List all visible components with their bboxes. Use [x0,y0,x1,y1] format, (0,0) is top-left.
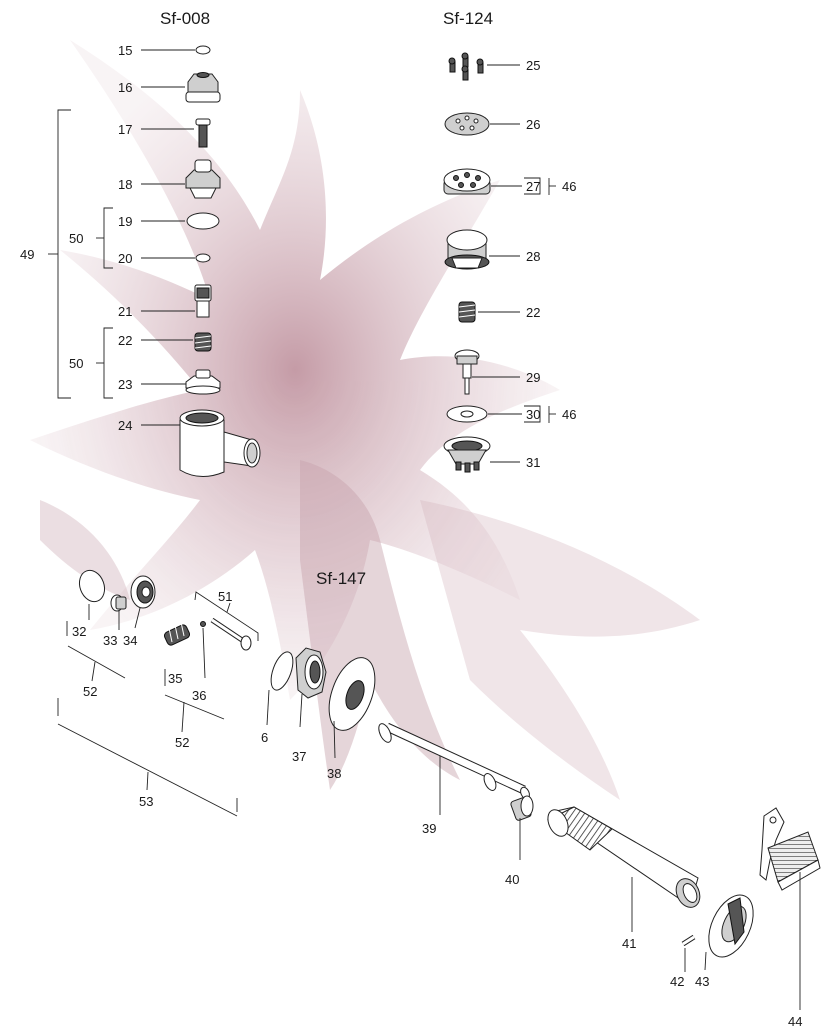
part-18-valve-body: 18 [118,159,221,199]
label-30: 30 [526,407,540,422]
label-24: 24 [118,418,132,433]
label-46-lower: 46 [562,407,576,422]
part-39-rod: 39 [378,722,530,836]
label-37: 37 [292,749,306,764]
label-38: 38 [327,766,341,781]
label-16: 16 [118,80,132,95]
part-25-screws: 25 [448,52,540,81]
bracket-52-right: 52 [164,669,225,750]
part-19-oring: 19 [118,212,220,230]
title-sf147: Sf-147 [316,569,366,588]
label-42: 42 [670,974,684,989]
part-20-oring: 20 [118,251,211,266]
label-19: 19 [118,214,132,229]
bracket-53: 53 [57,698,238,817]
bracket-52-left: 52 [66,621,126,699]
label-18: 18 [118,177,132,192]
label-50-upper: 50 [69,231,83,246]
label-43: 43 [695,974,709,989]
label-22-sf008: 22 [118,333,132,348]
part-17-screw: 17 [118,118,211,148]
label-6: 6 [261,730,268,745]
label-25: 25 [526,58,540,73]
bracket-50-lower: 50 [69,327,113,399]
label-50-lower: 50 [69,356,83,371]
part-35-spring: 35 [163,621,191,686]
part-26-disk: 26 [444,112,540,136]
part-28-valve: 28 [444,229,540,270]
label-51: 51 [218,589,232,604]
part-22-spring: 22 [118,332,212,352]
part-34-cap: 34 [123,575,156,648]
part-24-tee-body: 24 [118,409,261,477]
label-40: 40 [505,872,519,887]
label-32: 32 [72,624,86,639]
part-32-gasket: 32 [72,569,106,639]
part-31-seat: 31 [443,436,540,473]
part-22-spring-sf124: 22 [458,301,540,323]
label-33: 33 [103,633,117,648]
part-44-pedal: 44 [759,807,821,1029]
part-15-oring: 15 [118,43,211,58]
label-46-upper: 46 [562,179,576,194]
part-41-handle-tube: 41 [547,806,701,951]
label-35: 35 [168,671,182,686]
label-23: 23 [118,377,132,392]
part-30-washer: 30 46 [446,405,576,423]
label-53: 53 [139,794,153,809]
label-22-sf124: 22 [526,305,540,320]
label-29: 29 [526,370,540,385]
label-26: 26 [526,117,540,132]
part-6-oring: 6 [261,651,294,745]
part-16-cap: 16 [118,72,221,103]
part-43-flange: 43 [695,894,754,989]
part-51-plunger: 51 [194,589,259,651]
label-15: 15 [118,43,132,58]
label-52-left: 52 [83,684,97,699]
label-17: 17 [118,122,132,137]
title-sf008: Sf-008 [160,9,210,28]
label-20: 20 [118,251,132,266]
label-49: 49 [20,247,34,262]
part-40-bushing: 40 [505,795,534,887]
part-21-piston: 21 [118,284,212,319]
label-44: 44 [788,1014,802,1029]
part-33-plug: 33 [103,594,127,648]
label-41: 41 [622,936,636,951]
title-sf124: Sf-124 [443,9,493,28]
part-42-pin: 42 [670,934,696,989]
label-21: 21 [118,304,132,319]
label-52-right: 52 [175,735,189,750]
part-38-flange: 38 [327,657,376,781]
bracket-50-upper: 50 [69,207,113,269]
part-27-cartridge: 27 46 [443,168,576,195]
label-28: 28 [526,249,540,264]
bracket-49: 49 [20,109,71,399]
label-36: 36 [192,688,206,703]
part-36-pin: 36 [192,621,206,703]
part-23-seat: 23 [118,369,221,395]
label-39: 39 [422,821,436,836]
label-34: 34 [123,633,137,648]
label-27: 27 [526,179,540,194]
part-37-nut: 37 [292,647,327,764]
part-29-stem: 29 [454,349,540,395]
label-31: 31 [526,455,540,470]
